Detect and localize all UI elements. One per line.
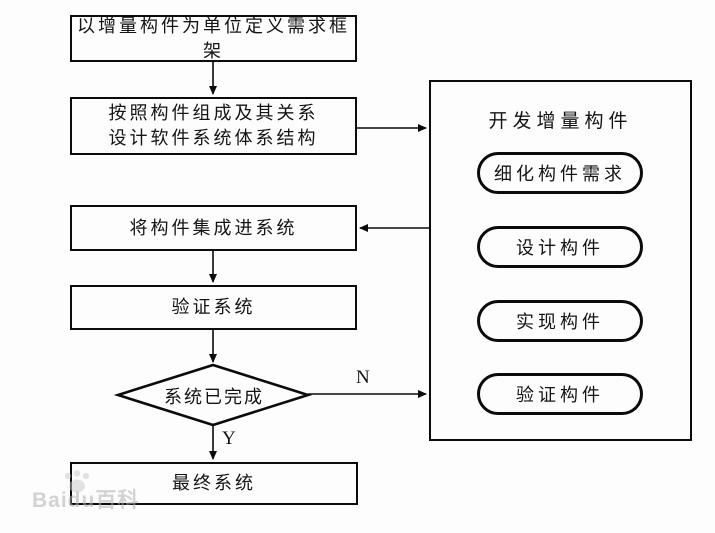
process-box-label-line1: 按照构件组成及其关系 [108,103,319,123]
decision-diamond-shape [113,363,313,427]
process-box-design-architecture: 按照构件组成及其关系 设计软件系统体系结构 [70,97,357,155]
decision-label: 系统已完成 [164,387,264,407]
capsule-verify-component: 验证构件 [477,373,643,415]
process-box-verify-system: 验证系统 [70,285,357,330]
process-box-label: 以增量构件为单位定义需求框架 [77,15,350,61]
process-box-label-line2: 设计软件系统体系结构 [108,128,319,148]
process-box-label: 将构件集成进系统 [129,217,298,238]
capsule-implement-component: 实现构件 [477,300,643,342]
process-box-label: 最终系统 [172,473,256,493]
panel-title: 开发增量构件 [488,111,633,132]
capsule-label: 设计构件 [516,238,604,258]
capsule-label: 细化构件需求 [494,164,626,184]
process-box-integrate-components: 将构件集成进系统 [70,205,357,251]
capsule-label: 验证构件 [516,385,604,405]
process-box-define-requirements: 以增量构件为单位定义需求框架 [70,15,357,62]
edge-label-no: N [356,367,370,388]
edge-label-yes: Y [222,428,236,449]
capsule-refine-component-requirements: 细化构件需求 [477,152,643,194]
baidu-paw-icon [64,470,90,493]
process-box-label: 验证系统 [171,297,256,317]
capsule-design-component: 设计构件 [477,226,643,268]
capsule-label: 实现构件 [516,312,604,332]
watermark-baidu-baike: Baidu百科 [32,489,140,512]
